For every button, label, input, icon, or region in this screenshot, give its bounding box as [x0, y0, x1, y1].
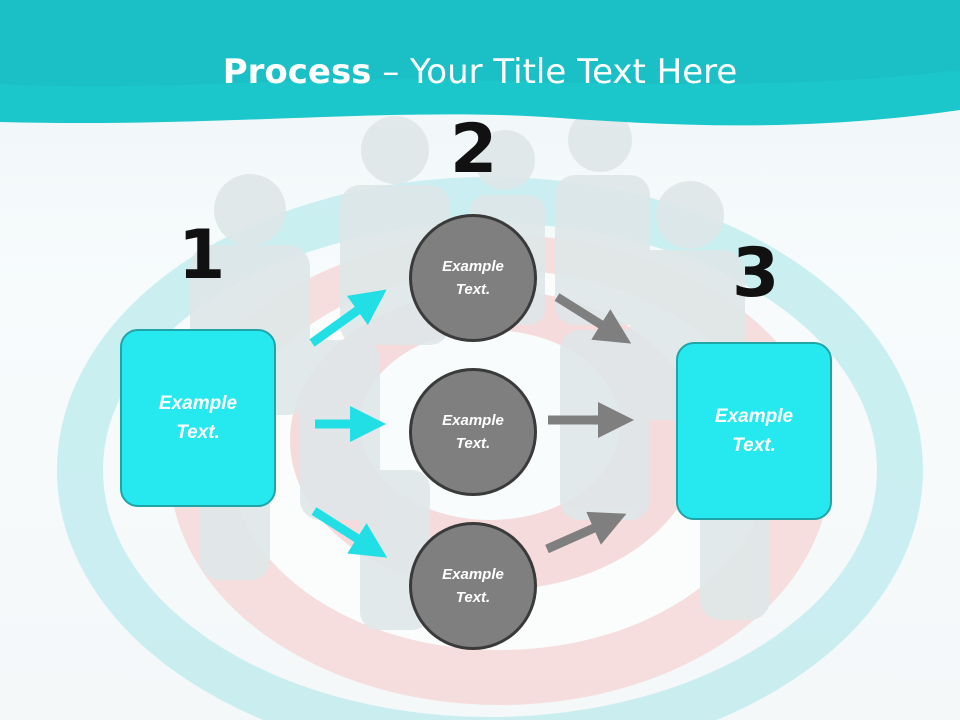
title-bold: Process: [222, 52, 372, 92]
right-box-text: Example Text.: [714, 406, 794, 456]
step-number-1: 1: [178, 216, 226, 295]
step-number-3: 3: [732, 234, 780, 313]
right-text-box[interactable]: Example Text.: [676, 342, 832, 520]
circle-top-text: Example Text.: [442, 258, 504, 298]
title-rest: – Your Title Text Here: [371, 52, 738, 92]
slide-title: Process – Your Title Text Here: [0, 52, 960, 92]
circle-top[interactable]: Example Text.: [409, 214, 537, 342]
circle-middle[interactable]: Example Text.: [409, 368, 537, 496]
circle-bottom[interactable]: Example Text.: [409, 522, 537, 650]
circle-bottom-text: Example Text.: [442, 566, 504, 606]
circle-middle-text: Example Text.: [442, 412, 504, 452]
header-band: [0, 0, 960, 126]
step-number-2: 2: [450, 110, 498, 189]
left-box-text: Example Text.: [158, 393, 238, 443]
left-text-box[interactable]: Example Text.: [120, 329, 276, 507]
